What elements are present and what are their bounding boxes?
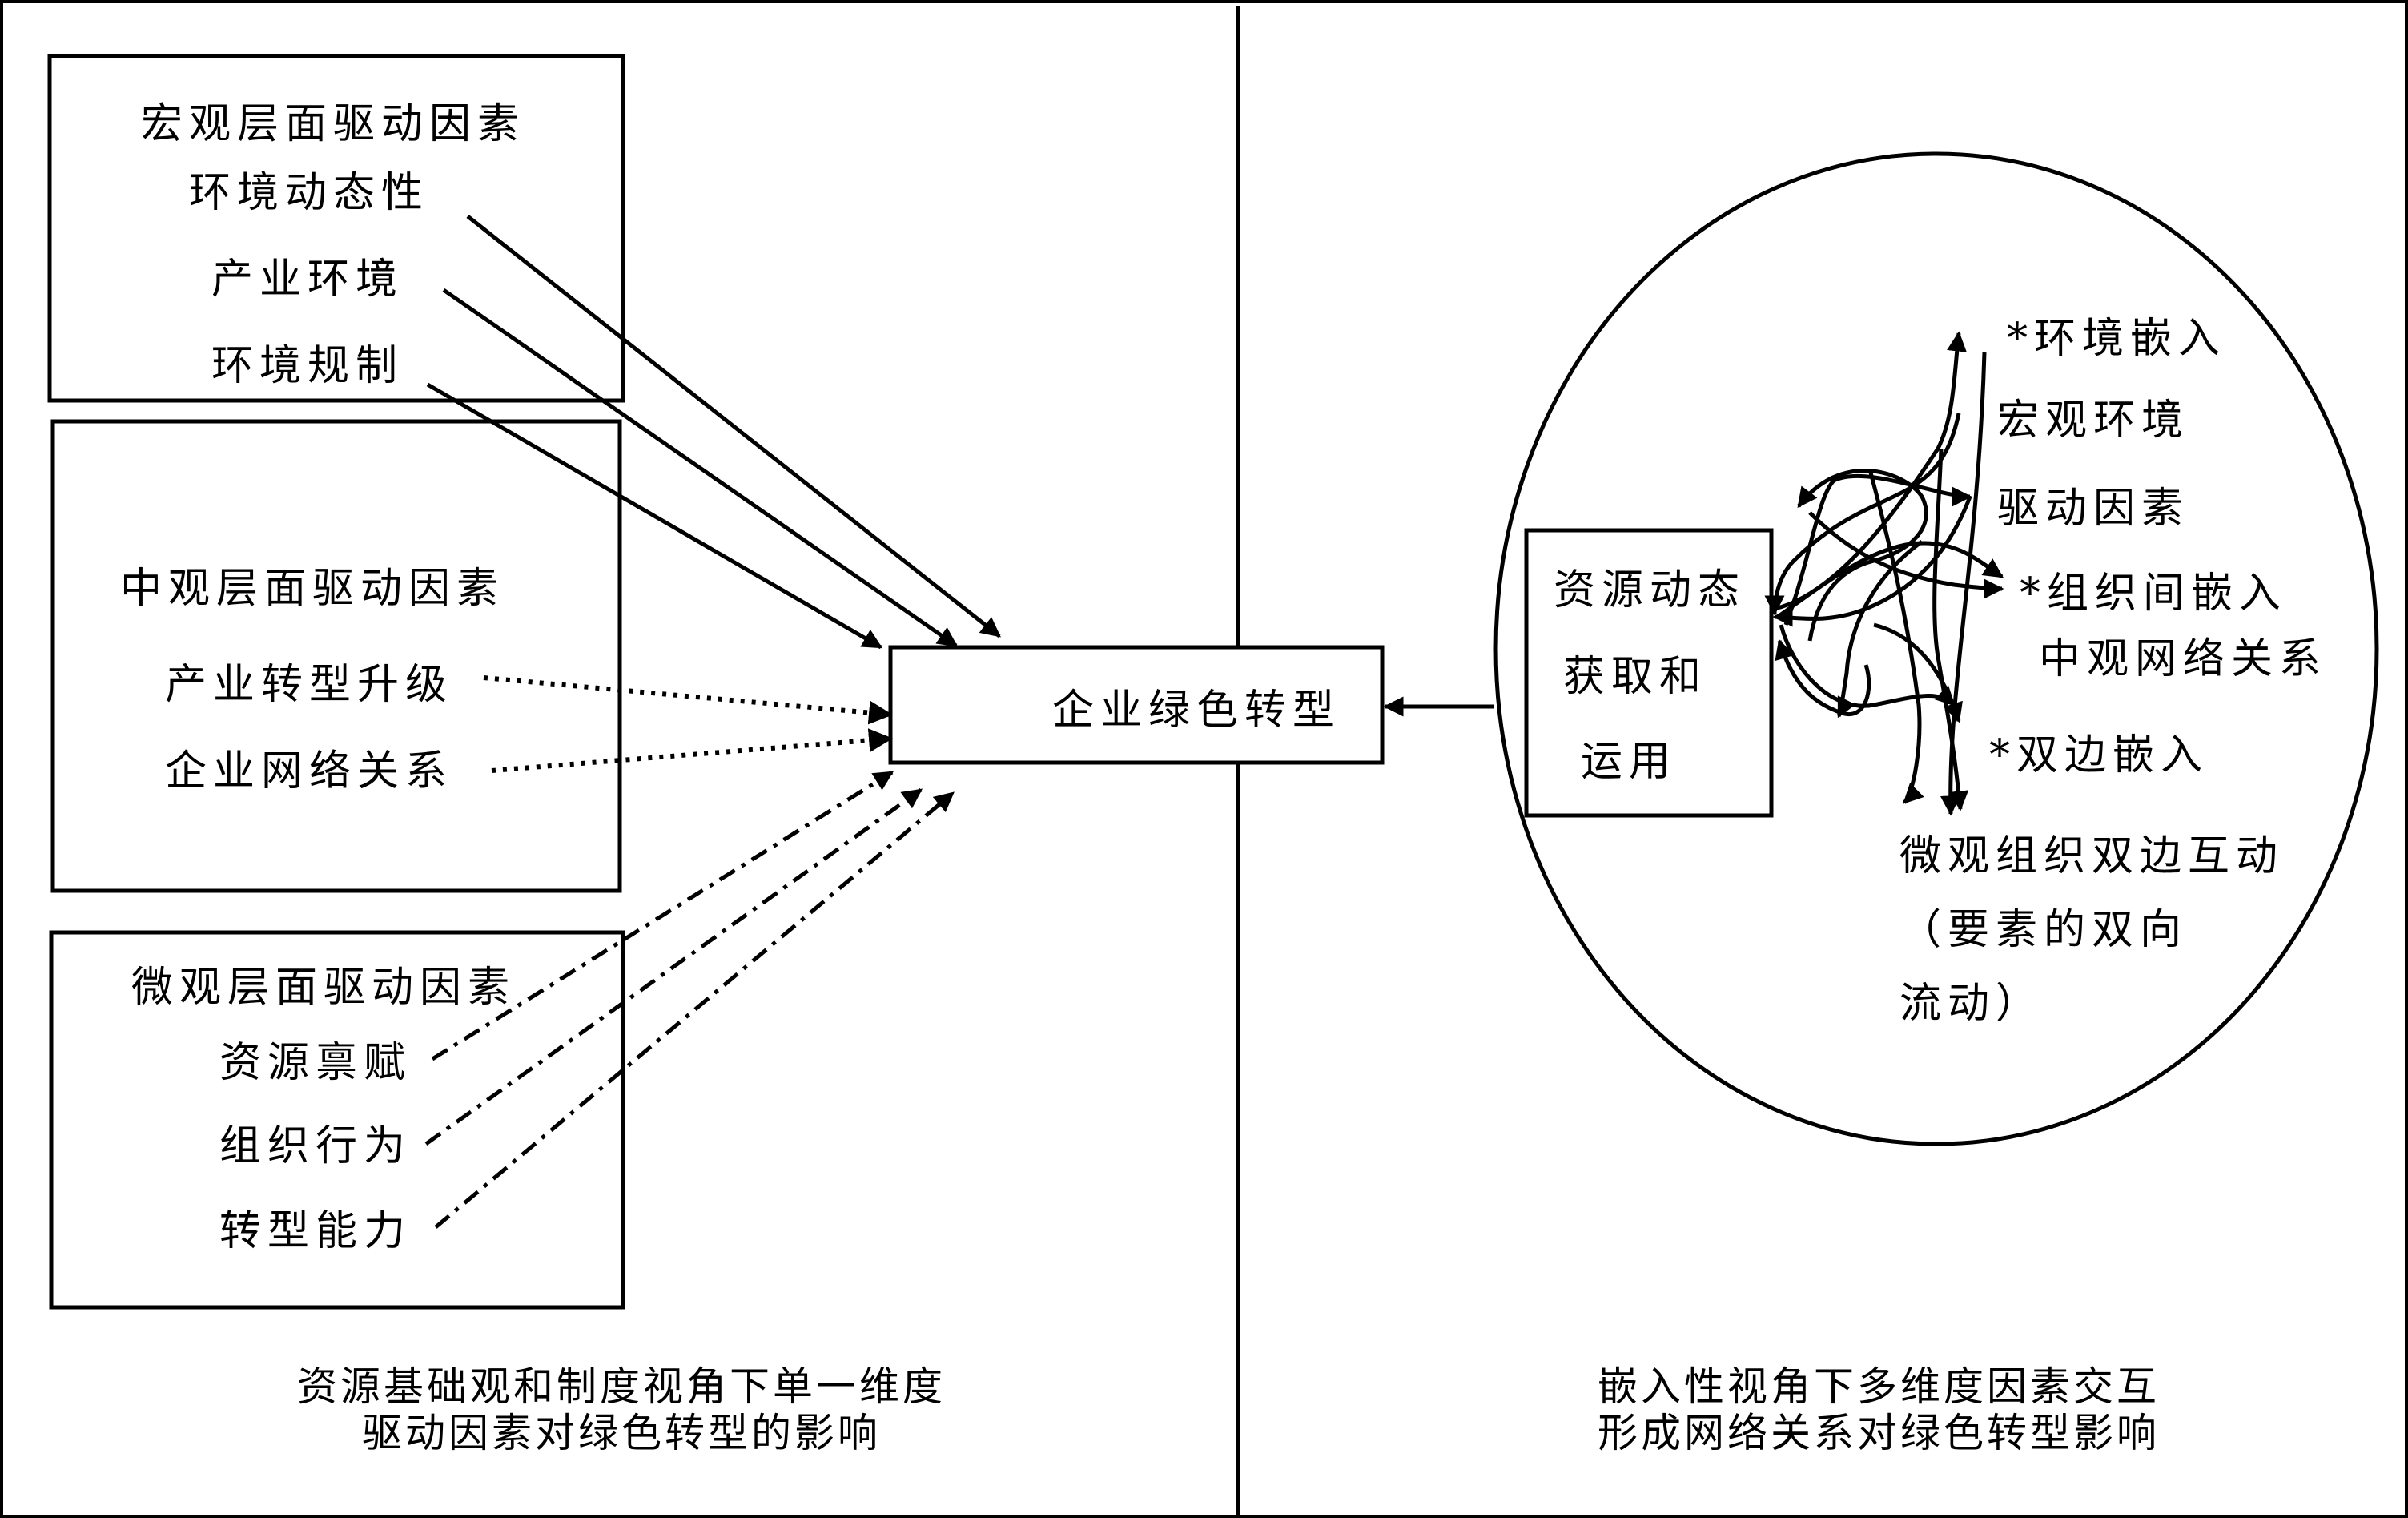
macro-factor-box (47, 54, 625, 403)
embeddedness-ellipse (1493, 151, 2379, 1146)
label-meso-network: 中观网络关系 (2039, 635, 2327, 683)
curve-to-micro-down (1932, 448, 1969, 811)
macro-item-industry-environment: 产业环境 (211, 256, 404, 304)
label-inter-org-embed: *组织间嵌入 (2020, 570, 2287, 618)
left-caption-line1: 资源基础观和制度视角下单一维度 (297, 1363, 946, 1410)
micro-item-transformation-capability: 转型能力 (219, 1207, 412, 1255)
curve-macro-to-box (1764, 413, 1961, 616)
resource-box-line2: 获取和 (1563, 653, 1707, 701)
macro-item-environmental-dynamism: 环境动态性 (189, 169, 429, 217)
curve-loop-upper (1797, 468, 1928, 642)
label-dyadic-embed: *双边嵌入 (1989, 731, 2209, 779)
label-env-embed: *环境嵌入 (2007, 315, 2226, 363)
left-panel: 宏观层面驱动因素 环境动态性 产业环境 环境规制 中观层面驱动因素 产业转型升级… (47, 54, 1385, 1456)
curve-to-box-from-right (1772, 496, 1972, 627)
meso-factor-box (50, 419, 622, 893)
arrow-macro-regulation (426, 382, 883, 650)
curve-down-cross-a (1868, 472, 1924, 804)
macro-factor-title: 宏观层面驱动因素 (141, 100, 525, 148)
label-macro-env: 宏观环境 (1997, 397, 2189, 445)
curve-down-cross-b (1836, 539, 1924, 719)
micro-item-resource-endowment: 资源禀赋 (219, 1039, 412, 1087)
meso-item-enterprise-network: 企业网络关系 (165, 747, 453, 795)
micro-factor-box (49, 930, 625, 1310)
micro-item-organizational-behavior: 组织行为 (219, 1122, 412, 1170)
micro-factor-title: 微观层面驱动因素 (131, 964, 516, 1012)
right-caption-line1: 嵌入性视角下多维度因素交互 (1598, 1363, 2160, 1410)
curve-cross-left-loop (1783, 473, 1972, 626)
meso-factor-title: 中观层面驱动因素 (120, 565, 505, 613)
green-transformation-box (888, 645, 1385, 765)
arrow-macro-dynamism (466, 215, 1001, 638)
label-flow-line2: 流动） (1899, 980, 2044, 1028)
resource-dynamic-box (1524, 528, 1774, 818)
meso-item-industrial-upgrading: 产业转型升级 (165, 661, 453, 709)
label-micro-dyad: 微观组织双边互动 (1899, 832, 2284, 880)
label-flow-line1: （要素的双向 (1899, 906, 2188, 954)
curve-box-to-dyadic (1779, 624, 1956, 708)
curve-to-inter-org (1776, 541, 2004, 619)
curve-box-lower-loop (1775, 638, 1871, 717)
curve-env-embed-vertical (1940, 352, 1987, 816)
arrow-micro-endowment (431, 770, 894, 1061)
arrow-meso-upgrading (483, 675, 893, 725)
arrow-micro-behavior (424, 787, 923, 1146)
macro-item-environmental-regulation: 环境规制 (211, 342, 404, 390)
curve-mid-to-dyadic (1873, 622, 1963, 723)
label-driver-factor: 驱动因素 (1997, 485, 2189, 533)
resource-box-line3: 运用 (1581, 738, 1677, 786)
green-transformation-label: 企业绿色转型 (1052, 687, 1341, 735)
resource-box-line1: 资源动态 (1554, 566, 1746, 614)
left-caption-line2: 驱动因素对绿色转型的影响 (362, 1410, 881, 1456)
curve-to-inter-org-b (1808, 511, 2004, 599)
right-caption-line2: 形成网络关系对绿色转型影响 (1598, 1410, 2160, 1456)
right-panel: 资源动态 获取和 运用 *环境嵌入 宏观环境 驱动因素 *组织间嵌入 中观网络关… (1383, 151, 2379, 1456)
arrow-macro-industry-env (442, 288, 959, 648)
